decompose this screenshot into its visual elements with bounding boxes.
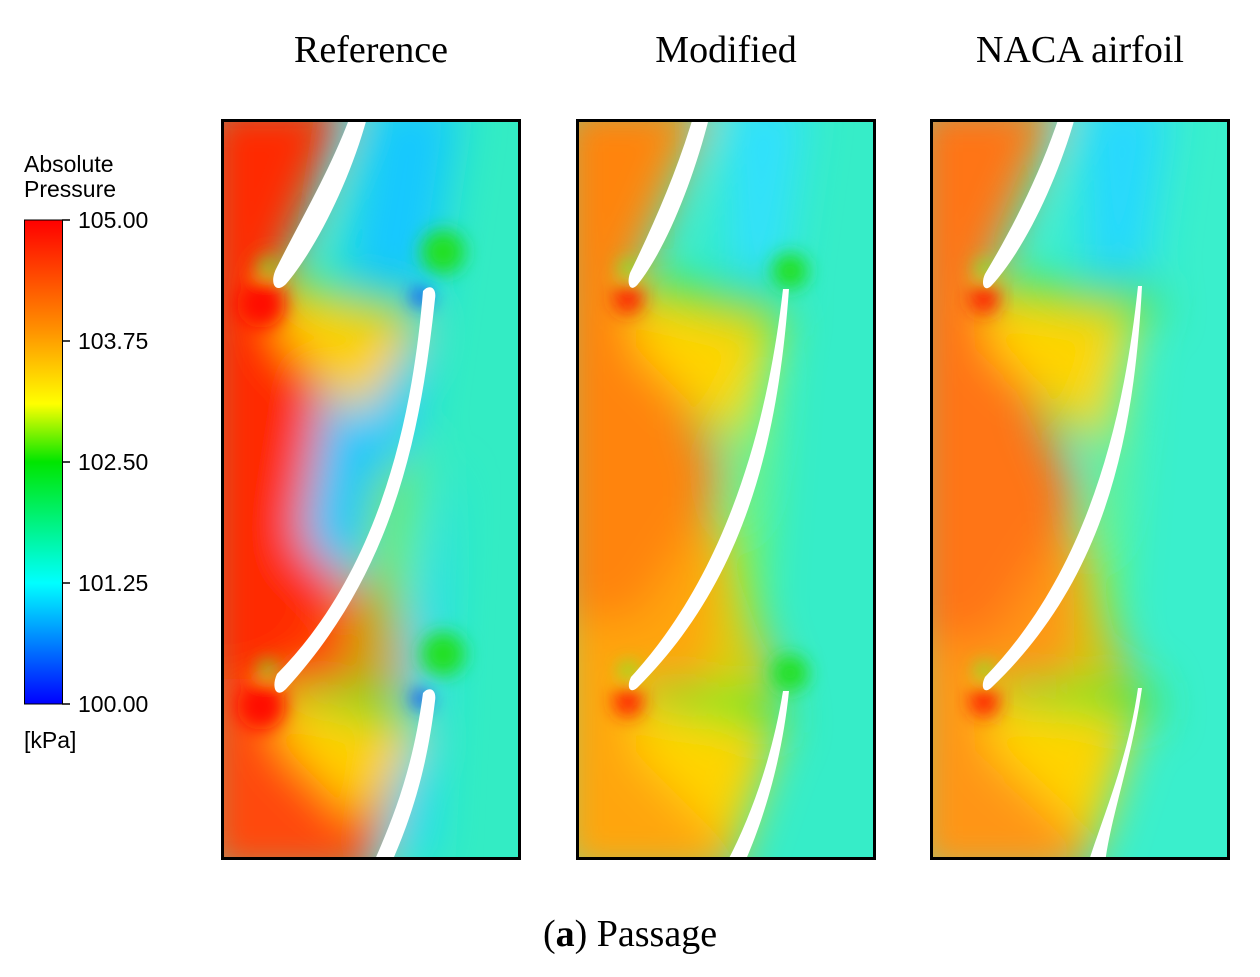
legend-title-line2: Pressure [24,176,117,202]
panel-frame [221,119,521,860]
legend-tick-label: 100.00 [78,691,149,717]
suction-peak [620,663,636,679]
blade [982,286,1142,691]
stagnation-point [237,682,285,730]
caption-letter: a [555,913,575,955]
caption-text: Passage [596,913,718,955]
low-pressure-zone [421,230,465,274]
legend-tick-label: 102.50 [78,449,149,475]
stagnation-point [969,284,999,314]
blade [628,119,709,288]
stagnation-point [613,284,643,314]
blade [983,119,1075,289]
contour-panel-naca-airfoil [930,119,1230,860]
panel-frame [930,119,1230,860]
stagnation-point [969,687,999,717]
panel-frame [576,119,876,860]
legend-tick-label: 103.75 [78,328,149,354]
stagnation-point [237,280,285,328]
blade [374,689,436,860]
legend-tick-label: 105.00 [78,207,149,233]
suction-peak [259,661,275,677]
blade [273,119,367,288]
blade [728,691,789,860]
low-pressure-zone [772,655,808,691]
figure-caption: (a) Passage [542,913,718,955]
low-pressure-zone [421,632,465,676]
legend-colorbar [24,219,70,705]
legend-unit: [kPa] [24,727,77,753]
legend-title-line1: Absolute [24,151,114,177]
blade [1089,688,1142,860]
contour-panel-modified [576,119,876,860]
legend-tick-label: 101.25 [78,570,149,596]
panel-title-naca-airfoil: NACA airfoil [976,29,1184,71]
contour-panel-reference [221,119,521,860]
panel-title-reference: Reference [294,29,448,71]
low-pressure-zone [772,253,808,289]
panel-title-modified: Modified [655,29,797,71]
legend-gradient [24,219,63,705]
legend-title: Absolute Pressure [24,152,116,202]
stagnation-point [613,687,643,717]
suction-peak [259,259,275,275]
